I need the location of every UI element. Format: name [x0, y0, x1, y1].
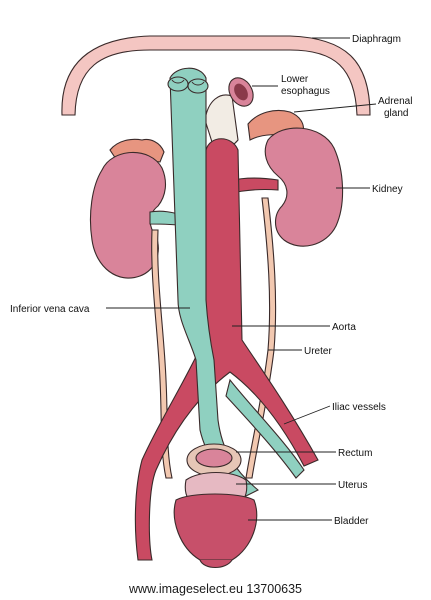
inferior-vena-cava — [169, 67, 259, 497]
label-rectum: Rectum — [338, 448, 372, 459]
iliac-veins — [225, 378, 305, 479]
label-aorta: Aorta — [332, 322, 356, 333]
label-diaphragm: Diaphragm — [352, 34, 401, 45]
label-bladder: Bladder — [334, 516, 369, 527]
label-ureter: Ureter — [304, 346, 332, 357]
diaphragm — [61, 35, 371, 116]
label-inferior-vena-cava: Inferior vena cava — [10, 304, 90, 315]
aorta — [134, 138, 319, 561]
kidney-right — [264, 127, 344, 247]
label-lower-esophagus-line2: esophagus — [281, 86, 330, 97]
label-uterus: Uterus — [338, 480, 367, 491]
bladder — [173, 493, 258, 561]
label-adrenal-gland-line1: Adrenal — [378, 96, 412, 107]
watermark-footer: www.imageselect.eu 13700635 — [128, 582, 303, 596]
label-adrenal-gland-line2: gland — [384, 108, 408, 119]
label-iliac-vessels: Iliac vessels — [332, 402, 386, 413]
label-lower-esophagus-line1: Lower — [281, 74, 309, 85]
leader-lines — [106, 37, 377, 521]
label-kidney: Kidney — [372, 184, 403, 195]
